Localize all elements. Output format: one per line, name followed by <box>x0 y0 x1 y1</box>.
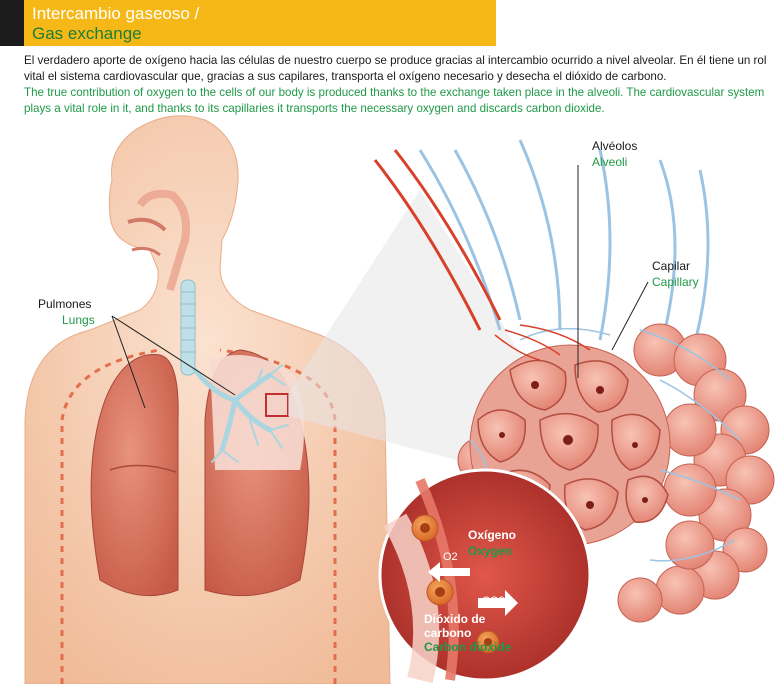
title-english: Gas exchange <box>32 24 142 43</box>
lungs-illustration <box>90 349 310 597</box>
co2-symbol: CO2 <box>482 595 505 607</box>
label-oxygen: Oxígeno Oxygen <box>468 528 517 558</box>
title-banner: Intercambio gaseoso / Gas exchange <box>0 0 496 46</box>
o2-symbol: O2 <box>443 551 458 563</box>
title-spanish: Intercambio gaseoso / <box>32 4 200 23</box>
title-accent-bar <box>0 0 24 46</box>
label-co2: Dióxido de carbono Carbon dioxide <box>424 612 512 654</box>
intro-text: El verdadero aporte de oxígeno hacia las… <box>24 53 774 117</box>
label-alveoli: Alvéolos Alveoli <box>592 139 638 169</box>
label-lungs: Pulmones Lungs <box>38 297 95 327</box>
intro-spanish: El verdadero aporte de oxígeno hacia las… <box>24 54 767 83</box>
intro-english: The true contribution of oxygen to the c… <box>24 86 765 115</box>
leader-lines <box>111 165 649 409</box>
oxygen-arrow-icon <box>428 562 470 582</box>
co2-arrow-icon <box>478 590 518 616</box>
exchange-zoom: O2 CO2 <box>378 468 592 684</box>
label-capillary: Capilar Capillary <box>652 259 699 289</box>
